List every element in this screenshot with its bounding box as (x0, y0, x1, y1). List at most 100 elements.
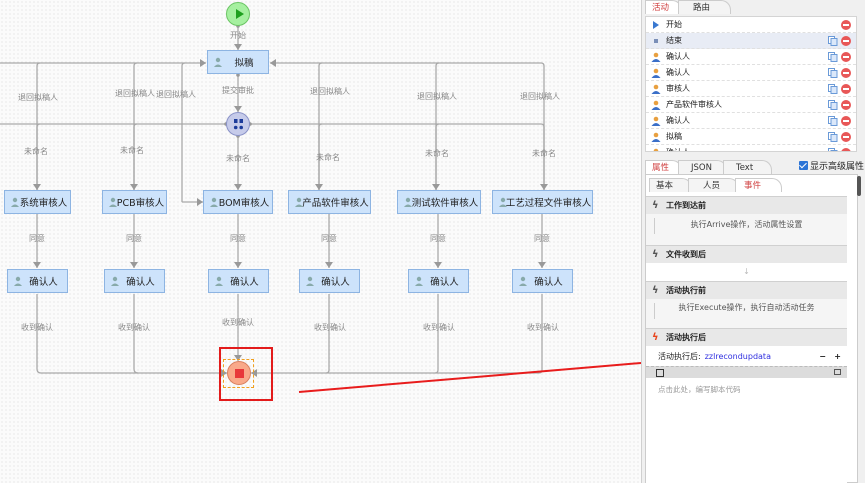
delete-icon[interactable] (841, 148, 851, 151)
maximize-icon[interactable] (834, 369, 841, 375)
terminal-icon[interactable] (656, 369, 664, 377)
show-advanced-label: 显示高级属性 (810, 162, 865, 172)
tab-text[interactable]: Text (722, 160, 773, 174)
node-reviewer[interactable]: 产品软件审核人 (288, 190, 371, 214)
user-icon (295, 197, 303, 207)
section-body[interactable]: ↓ (646, 263, 847, 281)
checkbox-checked[interactable] (799, 161, 808, 170)
copy-icon[interactable] (828, 36, 838, 46)
sub-tabs: 基本 人员 事件 (649, 178, 783, 192)
user-icon (14, 276, 22, 286)
section-desc: 执行Arrive操作，活动属性设置 (690, 220, 803, 229)
copy-icon[interactable] (828, 68, 838, 78)
script-editor[interactable]: 点击此处，编写脚本代码 (646, 378, 847, 483)
activity-item[interactable]: 确认人 (646, 113, 856, 129)
node-reviewer[interactable]: 系统审核人 (4, 190, 71, 214)
add-button[interactable]: + (834, 352, 841, 361)
node-confirmer[interactable]: 确认人 (299, 269, 360, 293)
copy-icon[interactable] (828, 52, 838, 62)
copy-icon[interactable] (828, 116, 838, 126)
activity-item[interactable]: 产品软件审核人 (646, 97, 856, 113)
edge-label-unnamed: 未命名 (120, 146, 144, 155)
delete-icon[interactable] (841, 36, 851, 46)
activity-item[interactable]: 结束 (646, 33, 856, 49)
activity-tabs: 活动 路由 (645, 0, 732, 14)
activity-item[interactable]: 审核人 (646, 81, 856, 97)
copy-icon[interactable] (828, 132, 838, 142)
activity-name: 开始 (666, 20, 682, 29)
tab-basic[interactable]: 基本 (649, 178, 693, 192)
node-reviewer[interactable]: 测试软件审核人 (397, 190, 481, 214)
start-node[interactable] (226, 2, 250, 26)
delete-icon[interactable] (841, 20, 851, 30)
node-draft[interactable]: 拟稿 (207, 50, 269, 74)
user-icon (214, 57, 222, 67)
delete-icon[interactable] (841, 68, 851, 78)
edge-label-unnamed: 未命名 (532, 149, 556, 158)
copy-icon[interactable] (828, 100, 838, 110)
activity-item[interactable]: 确认人 (646, 145, 856, 152)
user-icon (651, 68, 661, 78)
node-confirmer[interactable]: 确认人 (208, 269, 269, 293)
end-node[interactable] (227, 361, 251, 385)
workflow-canvas[interactable]: 开始 拟稿 提交审批 退回拟稿人 退回拟稿人 退回拟稿人 退回拟稿人 退回拟稿人… (0, 0, 641, 483)
node-reviewer[interactable]: 工艺过程文件审核人 (492, 190, 593, 214)
tab-events[interactable]: 事件 (735, 178, 783, 192)
delete-icon[interactable] (841, 84, 851, 94)
exec-after-value[interactable]: zzlrecondupdata (704, 352, 771, 361)
activity-item[interactable]: 开始 (646, 17, 856, 33)
activity-name: 确认人 (666, 148, 690, 151)
edge-label-unnamed: 未命名 (425, 149, 449, 158)
delete-icon[interactable] (841, 52, 851, 62)
lightning-icon: ϟ (652, 285, 659, 296)
node-confirmer[interactable]: 确认人 (512, 269, 573, 293)
user-icon (415, 276, 423, 286)
activity-item[interactable]: 拟稿 (646, 129, 856, 145)
node-confirmer[interactable]: 确认人 (104, 269, 165, 293)
edge-label-received: 收到确认 (314, 323, 346, 332)
tab-properties[interactable]: 属性 (645, 160, 683, 174)
edge-label-return: 退回拟稿人 (520, 92, 560, 101)
activity-item[interactable]: 确认人 (646, 49, 856, 65)
edge-return-right (270, 62, 545, 190)
copy-icon[interactable] (828, 148, 838, 152)
activity-list[interactable]: 开始结束确认人确认人审核人产品软件审核人确认人拟稿确认人 (645, 16, 857, 152)
node-reviewer[interactable]: PCB审核人 (102, 190, 167, 214)
copy-icon[interactable] (828, 84, 838, 94)
activity-name: 确认人 (666, 52, 690, 61)
delete-icon[interactable] (841, 132, 851, 142)
show-advanced-toggle[interactable]: 显示高级属性 (799, 159, 864, 172)
section-body[interactable]: 执行Arrive操作，活动属性设置 (646, 214, 847, 250)
tab-route[interactable]: 路由 (678, 0, 732, 14)
scrollbar[interactable] (857, 176, 861, 196)
user-icon (651, 100, 661, 110)
activity-name: 确认人 (666, 68, 690, 77)
delete-icon[interactable] (841, 100, 851, 110)
node-confirmer[interactable]: 确认人 (408, 269, 469, 293)
edge-label-agree: 同意 (430, 234, 446, 243)
property-tabs: 属性 JSON Text (645, 160, 773, 174)
tab-activity[interactable]: 活动 (645, 0, 683, 14)
section-title: 工作到达前 (666, 201, 706, 210)
node-confirmer[interactable]: 确认人 (7, 269, 68, 293)
gateway-node[interactable] (226, 112, 250, 136)
end-icon (654, 39, 658, 43)
remove-button[interactable]: − (819, 352, 826, 361)
delete-icon[interactable] (841, 116, 851, 126)
edge-label-received: 收到确认 (423, 323, 455, 332)
exec-after-label: 活动执行后: (658, 352, 701, 361)
section-body[interactable]: 执行Execute操作，执行自动活动任务 (646, 299, 847, 329)
annotation-highlight-box (219, 347, 273, 401)
start-icon (653, 21, 659, 29)
node-reviewer[interactable]: BOM审核人 (203, 190, 273, 214)
tab-personnel[interactable]: 人员 (688, 178, 740, 192)
tab-json[interactable]: JSON (678, 160, 727, 174)
edge-label-agree: 同意 (321, 234, 337, 243)
activity-item[interactable]: 确认人 (646, 65, 856, 81)
